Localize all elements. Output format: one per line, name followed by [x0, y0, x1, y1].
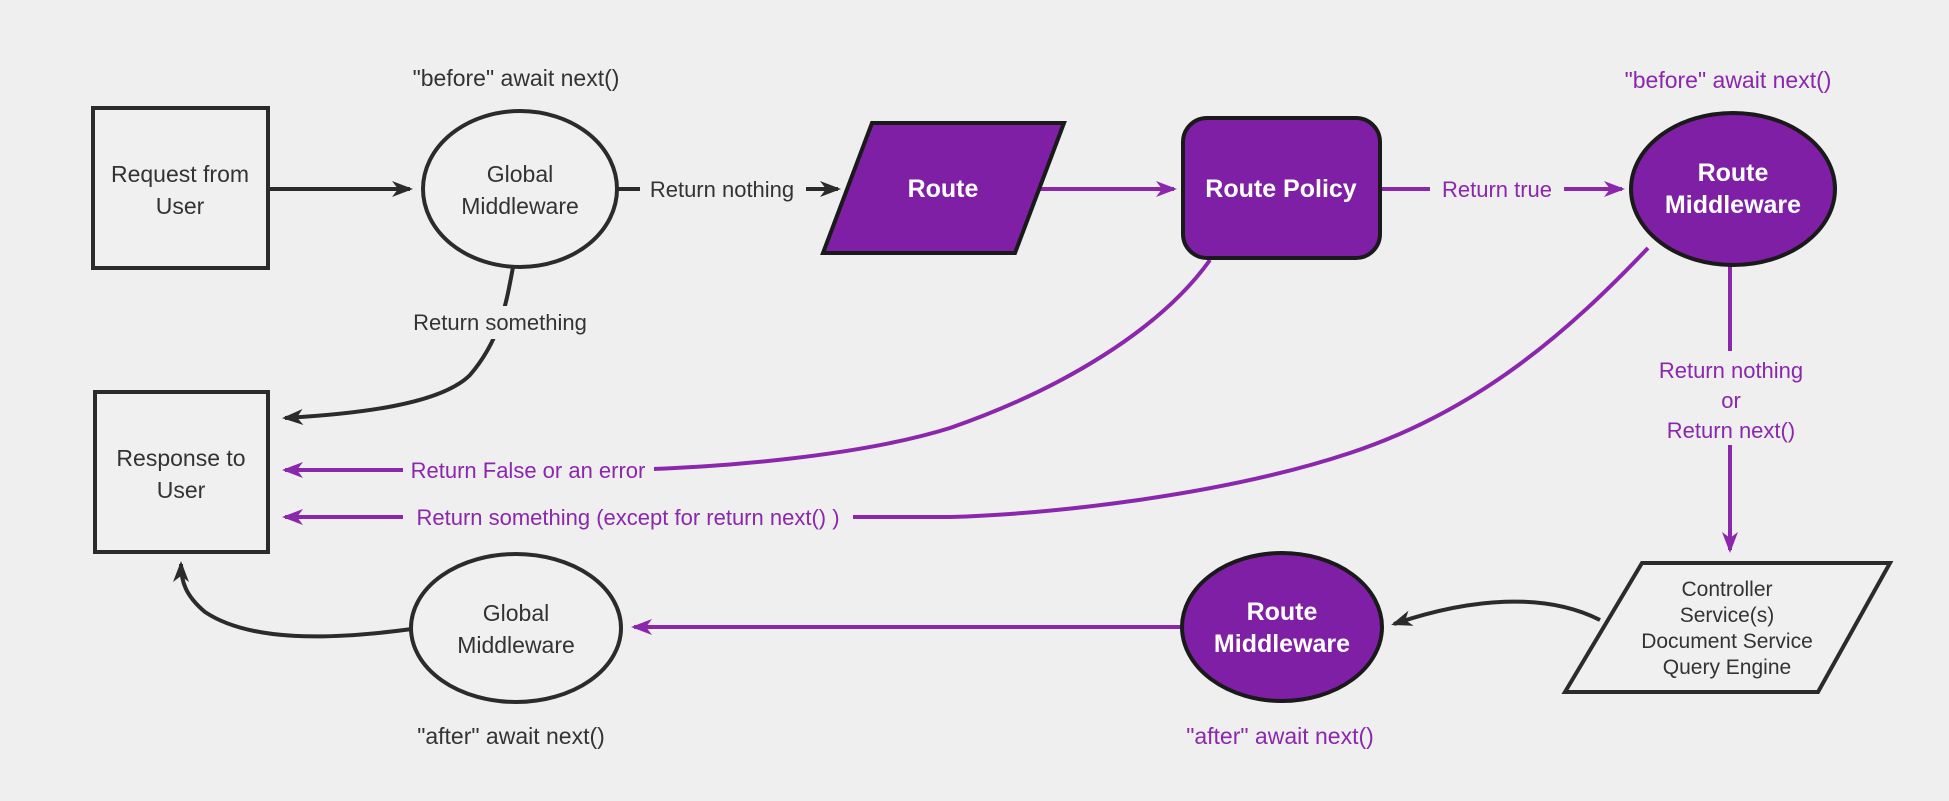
edge-label-return-true: Return true: [1442, 177, 1552, 202]
edge-global-middleware-bottom-to-response: [173, 561, 413, 639]
label-bg-return-something-except: [403, 501, 853, 534]
annotation-after-await-next-route: "after" await next(): [1186, 723, 1374, 749]
node-global-middleware-bottom-line1: Global: [483, 600, 549, 626]
node-route-middleware-bottom-line1: Route: [1247, 598, 1318, 626]
edge-route-middleware-to-response: [282, 246, 1650, 525]
edges: [173, 181, 1738, 639]
edge-label-return-nothing-or-line2: or: [1721, 388, 1741, 413]
node-route-middleware-bottom: [1180, 551, 1384, 703]
node-global-middleware-bottom: [409, 552, 623, 704]
node-controller-services-line2: Service(s): [1680, 604, 1775, 627]
node-response-to-user-line2: User: [157, 477, 206, 503]
node-global-middleware-top-line2: Middleware: [461, 193, 579, 219]
edge-label-backgrounds: [400, 172, 1825, 534]
annotation-before-await-next-route: "before" await next(): [1625, 67, 1832, 93]
node-route-middleware-bottom-line2: Middleware: [1214, 630, 1350, 658]
node-request-from-user-line1: Request from: [111, 161, 249, 187]
label-bg-return-something: [400, 306, 598, 339]
node-controller-services-line1: Controller: [1681, 578, 1772, 601]
annotations: "before" await next() "before" await nex…: [413, 65, 1832, 749]
nodes: Request from User Global Middleware Rout…: [91, 106, 1894, 704]
edge-controller-to-route-middleware-bottom: [1391, 599, 1601, 626]
label-bg-return-nothing: [640, 172, 806, 206]
edge-labels: Return nothing Return true Return nothin…: [411, 177, 1804, 530]
label-bg-return-true: [1430, 172, 1564, 206]
edge-label-return-something-except: Return something (except for return next…: [416, 505, 839, 530]
node-global-middleware-top-line1: Global: [487, 161, 553, 187]
edge-route-policy-to-response: [282, 258, 1212, 478]
node-controller-services-line4: Query Engine: [1663, 656, 1791, 679]
node-route: [820, 121, 1067, 255]
annotation-after-await-next-global: "after" await next(): [417, 723, 605, 749]
node-route-policy: [1181, 116, 1382, 260]
node-route-label: Route: [908, 175, 979, 203]
node-global-middleware-top: [421, 109, 619, 269]
node-response-to-user: [93, 390, 270, 554]
node-controller-services: [1561, 561, 1894, 694]
label-bg-return-false: [403, 454, 654, 487]
node-controller-services-line3: Document Service: [1641, 630, 1813, 653]
edge-label-return-nothing-or-line1: Return nothing: [1659, 358, 1803, 383]
edge-label-return-nothing-or-line3: Return next(): [1667, 418, 1795, 443]
node-route-middleware-top: [1629, 111, 1837, 267]
node-route-middleware-top-line2: Middleware: [1665, 191, 1801, 219]
edge-label-return-something: Return something: [413, 310, 587, 335]
node-request-from-user: [91, 106, 270, 270]
edge-label-return-nothing: Return nothing: [650, 177, 794, 202]
node-response-to-user-line1: Response to: [116, 445, 245, 471]
edge-label-return-false-or-error: Return False or an error: [411, 458, 646, 483]
label-bg-return-nothing-or: [1637, 351, 1825, 445]
edge-global-middleware-to-response: [282, 266, 515, 425]
node-route-middleware-top-line1: Route: [1698, 159, 1769, 187]
node-route-policy-label: Route Policy: [1205, 175, 1357, 203]
annotation-before-await-next-global: "before" await next(): [413, 65, 620, 91]
node-request-from-user-line2: User: [156, 193, 205, 219]
node-global-middleware-bottom-line2: Middleware: [457, 632, 575, 658]
